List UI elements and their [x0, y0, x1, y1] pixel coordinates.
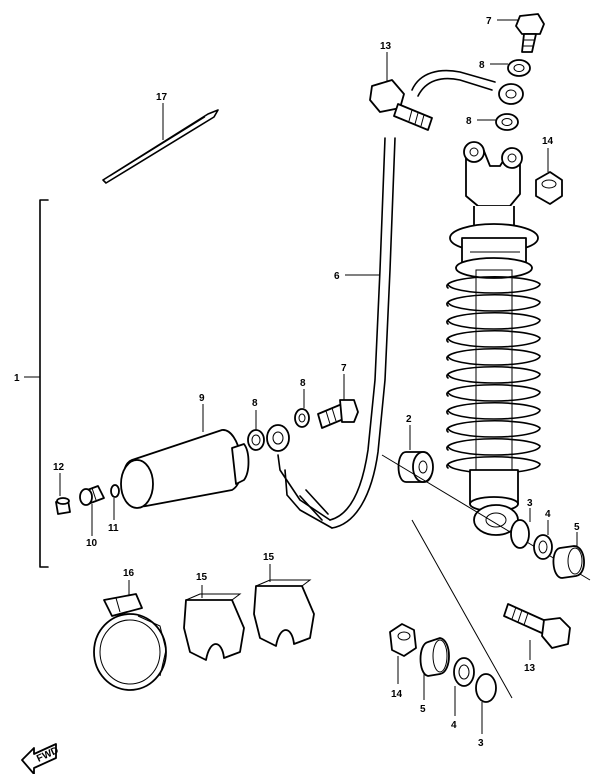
part-4-washer-bottom — [453, 657, 475, 687]
callout-15-left: 15 — [196, 572, 208, 583]
spring-coil — [446, 365, 541, 384]
callout-16: 16 — [123, 568, 135, 579]
part-8-washer-left-b — [294, 408, 310, 428]
callout-13-top: 13 — [380, 41, 392, 52]
spring-coil — [446, 437, 541, 456]
assembly-1-bracket — [39, 199, 49, 568]
part-8-washer-top-b — [495, 113, 519, 131]
shock-spring — [446, 269, 541, 474]
callout-3-bottom: 3 — [478, 738, 484, 749]
callout-14-bottom: 14 — [391, 689, 403, 700]
shock-lower-body — [469, 469, 519, 536]
callout-3-right: 3 — [527, 498, 533, 509]
part-7-union-bolt-top — [515, 13, 545, 53]
spring-coil — [446, 329, 541, 348]
callout-6: 6 — [334, 271, 340, 282]
part-13-bolt-bottom — [503, 603, 571, 649]
callout-10: 10 — [86, 538, 98, 549]
callout-4-bottom: 4 — [451, 720, 457, 731]
spring-coil — [446, 293, 541, 312]
part-5-collar-right — [552, 545, 585, 579]
shock-absorber-body — [449, 141, 539, 279]
callout-8-left-b: 8 — [300, 378, 306, 389]
hose-banjo-top — [498, 83, 524, 105]
part-17-cable-tie — [102, 109, 219, 184]
spring-coil — [446, 311, 541, 330]
spring-coil — [446, 419, 541, 438]
part-11-o-ring — [110, 484, 120, 498]
callout-5-right: 5 — [574, 522, 580, 533]
part-6-hose — [277, 69, 496, 529]
part-9-reservoir — [120, 429, 250, 509]
part-10-valve — [79, 485, 105, 506]
part-8-washer-left-a — [247, 429, 265, 451]
part-5-collar-bottom — [419, 637, 450, 677]
spring-coil — [446, 383, 541, 402]
callout-7-lower: 7 — [341, 363, 347, 374]
callout-8-left-a: 8 — [252, 398, 258, 409]
callout-17: 17 — [156, 92, 168, 103]
part-7-union-bolt-lower — [317, 399, 359, 429]
part-15-mount-left — [183, 593, 245, 661]
callout-8-top-b: 8 — [466, 116, 472, 127]
callout-15-right: 15 — [263, 552, 275, 563]
part-2-bushing — [397, 451, 434, 483]
hose-banjo-lower — [266, 424, 290, 452]
axis-line-lower — [411, 519, 513, 699]
part-14-nut-bottom — [389, 623, 417, 657]
callout-13-bottom: 13 — [524, 663, 536, 674]
part-12-cap — [55, 497, 71, 515]
corner-mark: FWD — [21, 743, 60, 774]
part-16-clamp — [93, 593, 167, 691]
callout-1: 1 — [14, 373, 20, 384]
callout-8-top-a: 8 — [479, 60, 485, 71]
callout-9: 9 — [199, 393, 205, 404]
callout-14-top: 14 — [542, 136, 554, 147]
callout-2: 2 — [406, 414, 412, 425]
callout-12: 12 — [53, 462, 65, 473]
spring-coil — [446, 401, 541, 420]
callout-7-top: 7 — [486, 16, 492, 27]
part-8-washer-top-a — [507, 59, 531, 77]
shock-inner-cylinder — [475, 269, 513, 471]
spring-coil — [446, 275, 541, 294]
callout-5-bottom: 5 — [420, 704, 426, 715]
part-3-o-ring-bottom — [475, 673, 497, 703]
part-4-washer-right — [533, 534, 553, 560]
part-15-mount-right — [253, 579, 315, 647]
part-3-o-ring-right — [510, 519, 530, 549]
callout-11: 11 — [108, 523, 119, 534]
part-13-bolt-top — [369, 79, 433, 131]
callout-4-right: 4 — [545, 509, 551, 520]
part-14-nut-top — [535, 171, 563, 205]
spring-coil — [446, 347, 541, 366]
